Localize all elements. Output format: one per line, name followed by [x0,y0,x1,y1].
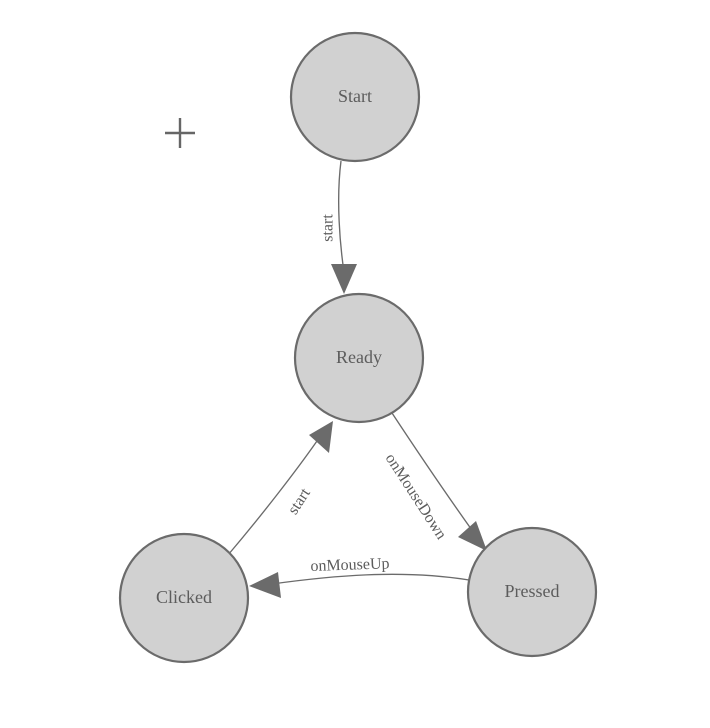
node-pressed[interactable]: Pressed [466,526,598,658]
edge-clicked-to-ready[interactable]: start [227,421,333,556]
edge-label-start-to-ready: start [320,214,337,242]
edge-start-to-ready[interactable]: start [320,160,357,294]
edge-pressed-to-clicked[interactable]: onMouseUp [249,555,470,598]
node-clicked[interactable]: Clicked [118,532,250,664]
edge-label-clicked-to-ready: start [285,485,315,518]
edge-path-start-to-ready [338,160,345,273]
node-ready-circle[interactable] [293,292,425,424]
node-pressed-circle[interactable] [466,526,598,658]
node-ready[interactable]: Ready [293,292,425,424]
edge-path-clicked-to-ready [227,440,318,556]
arrowhead-start-to-ready [331,264,357,294]
node-start-circle[interactable] [289,31,421,163]
crosshair-marker-icon [165,118,195,148]
node-start[interactable]: Start [289,31,421,163]
edge-path-ready-to-pressed [391,412,475,534]
node-clicked-circle[interactable] [118,532,250,664]
arrowhead-ready-to-pressed [458,521,487,551]
edge-path-pressed-to-clicked [271,573,470,585]
edge-label-ready-to-pressed: onMouseDown [382,451,450,543]
edge-ready-to-pressed[interactable]: onMouseDown [382,412,487,551]
arrowhead-clicked-to-ready [309,421,333,453]
arrowhead-pressed-to-clicked [249,572,281,598]
edge-label-pressed-to-clicked: onMouseUp [310,555,390,575]
